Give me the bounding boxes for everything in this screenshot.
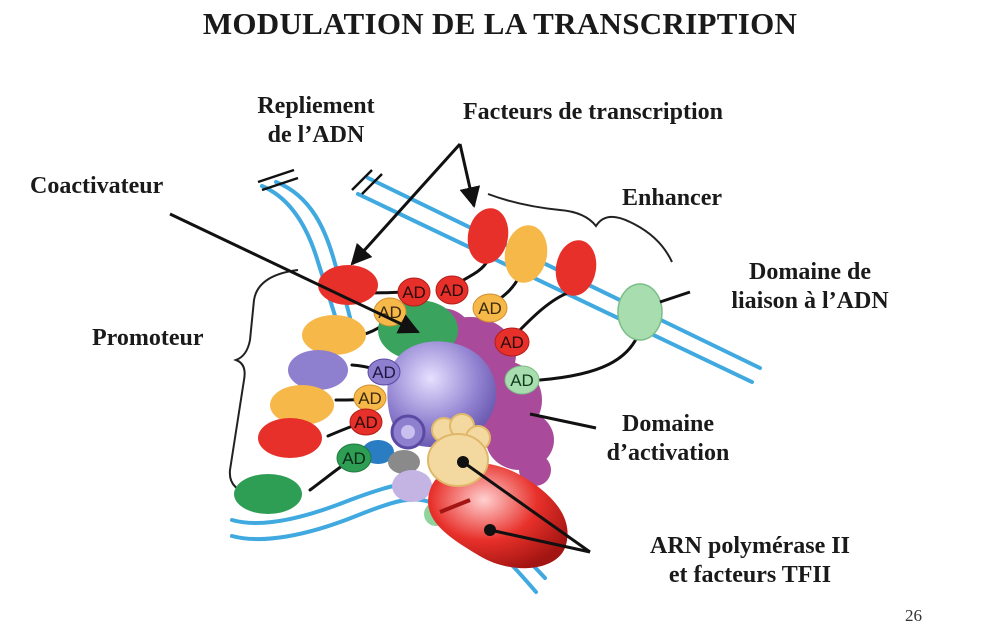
- label-domaine-liaison-line1: Domaine de: [749, 259, 871, 285]
- label-enhancer: Enhancer: [622, 185, 723, 211]
- promoter-factor-red-bottom: [258, 418, 322, 458]
- label-domaine-activation: Domaine d’activation: [578, 410, 758, 468]
- enhancer-bracket: [487, 193, 673, 263]
- ad-label: AD: [478, 299, 502, 318]
- promoter-factor-green: [234, 474, 302, 514]
- arrow-facteurs-left: [350, 142, 462, 266]
- enhancer-factor-red-2: [555, 240, 597, 296]
- annotation-arrows: [169, 142, 691, 554]
- ad-domain: AD: [472, 293, 508, 323]
- label-repliement-line1: Repliement: [257, 93, 375, 119]
- ad-domain: AD: [353, 384, 387, 412]
- label-arn-line2: et facteurs TFII: [668, 562, 832, 588]
- label-arn-polymerase: ARN polymérase II et facteurs TFII: [600, 532, 900, 590]
- arn-pointer-dots: [457, 456, 496, 536]
- activation-domains: AD AD AD AD AD AD: [336, 275, 540, 473]
- pointer-arn-2: [489, 528, 591, 554]
- enhancer-factor-red-1: [467, 208, 509, 264]
- enhancer-factor-lightgreen: [617, 283, 663, 341]
- dna-break-marks: [257, 168, 383, 195]
- ad-label: AD: [402, 283, 426, 302]
- arrow-facteurs-right: [458, 143, 481, 209]
- rna-polymerase: [428, 463, 568, 569]
- grey-factor: [388, 450, 420, 474]
- label-facteurs: Facteurs de transcription: [463, 99, 723, 125]
- label-repliement-line2: de l’ADN: [267, 122, 365, 148]
- promoter-factor-purple: [288, 350, 348, 390]
- label-domaine-liaison-line2: liaison à l’ADN: [731, 288, 889, 314]
- ad-domain: AD: [349, 408, 383, 436]
- pointer-arn-1: [462, 460, 591, 554]
- arrow-coactivateur: [169, 212, 420, 334]
- label-coactivateur: Coactivateur: [30, 173, 164, 199]
- page-number: 26: [905, 606, 922, 625]
- slide-title: MODULATION DE LA TRANSCRIPTION: [202, 6, 798, 41]
- ad-label: AD: [342, 449, 366, 468]
- ad-label: AD: [358, 389, 382, 408]
- enhancer-factor-yellow: [504, 225, 548, 283]
- ad-label: AD: [500, 333, 524, 352]
- promoter-factor-red-top: [318, 265, 378, 305]
- ad-domain: AD: [397, 277, 431, 307]
- ad-label: AD: [372, 363, 396, 382]
- label-repliement: Repliement de l’ADN: [236, 92, 396, 150]
- promoteur-bracket: [228, 269, 299, 495]
- ad-label: AD: [354, 413, 378, 432]
- ad-domain: AD: [504, 365, 540, 395]
- label-domaine-activation-line1: Domaine: [622, 411, 714, 437]
- transcription-factors: [234, 208, 663, 514]
- promoter-factor-yellow-1: [302, 315, 366, 355]
- ad-domain: AD: [367, 358, 401, 386]
- label-arn-line1: ARN polymérase II: [650, 533, 850, 559]
- pointer-domaine-liaison: [659, 290, 691, 304]
- ad-domain: AD: [336, 443, 372, 473]
- ad-domain: AD: [435, 275, 469, 305]
- pointer-domaine-activation: [529, 412, 597, 430]
- ad-label: AD: [440, 281, 464, 300]
- label-domaine-activation-line2: d’activation: [606, 440, 730, 466]
- ad-label: AD: [510, 371, 534, 390]
- ad-domain: AD: [494, 327, 530, 357]
- promoter-factor-yellow-2: [270, 385, 334, 425]
- lilac-factor: [392, 470, 432, 502]
- label-domaine-liaison: Domaine de liaison à l’ADN: [700, 258, 920, 316]
- label-promoteur: Promoteur: [92, 325, 204, 351]
